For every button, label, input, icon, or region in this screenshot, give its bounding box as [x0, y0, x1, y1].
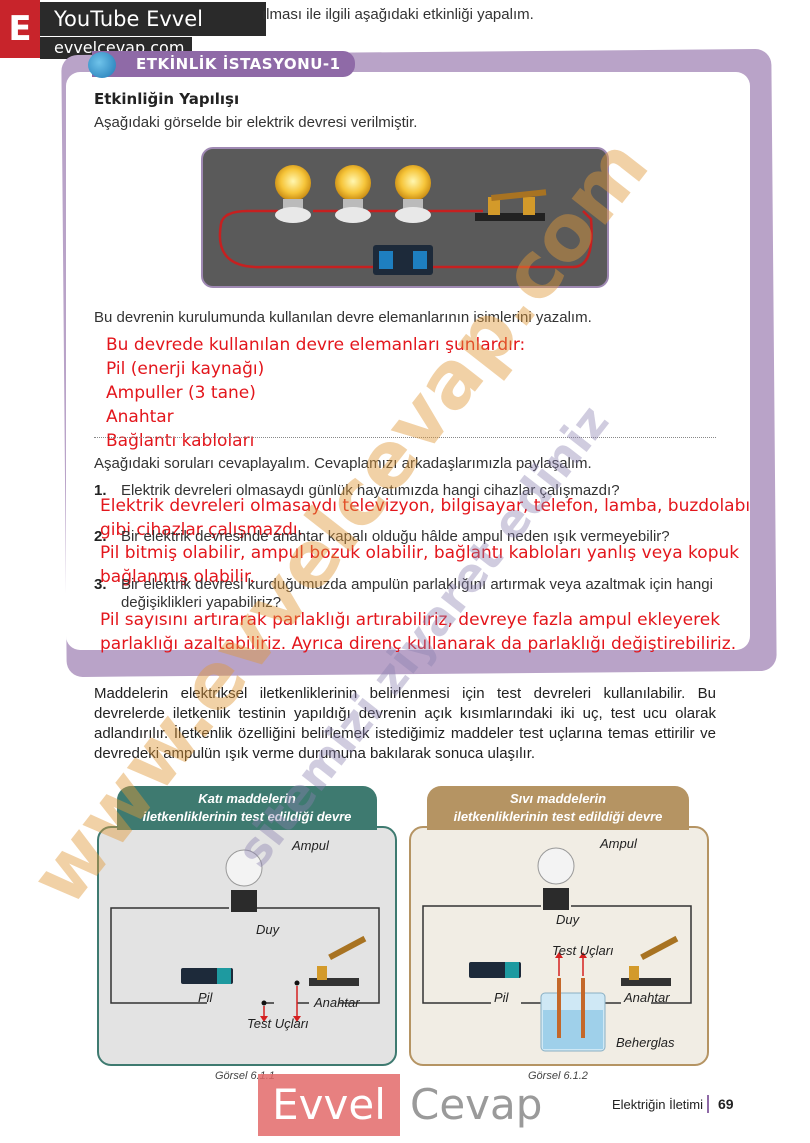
solid-diagram-header: Katı maddelerin iletkenliklerinin test e… — [117, 786, 377, 830]
question-text: Elektrik devreleri olmasaydı günlük haya… — [120, 482, 620, 499]
battery-icon — [181, 968, 233, 984]
question-text: Bir elektrik devresinde anahtar kapalı o… — [120, 528, 670, 545]
label-pil: Pil — [494, 990, 509, 1005]
bulb-icon — [225, 849, 263, 912]
footer-divider — [707, 1095, 709, 1113]
solid-circuit-illustration — [110, 849, 380, 1022]
switch-icon — [621, 935, 679, 986]
battery-icon — [469, 962, 521, 978]
battery-icon — [373, 245, 433, 275]
answer-line: Pil (enerji kaynağı) — [106, 359, 265, 379]
answer-line: Bağlantı kabloları — [106, 431, 255, 451]
question-components: Bu devrenin kurulumunda kullanılan devre… — [94, 309, 592, 326]
circuit-image — [201, 147, 609, 288]
bulb-icon — [275, 165, 311, 223]
label-test-tips: Test Uçları — [247, 1016, 309, 1031]
question-3: 3. Bir elektrik devresi kurduğumuzda amp… — [94, 576, 734, 612]
liquid-diagram-header: Sıvı maddelerin iletkenliklerinin test e… — [427, 786, 689, 830]
switch-icon — [475, 189, 547, 221]
question-number: 3. — [94, 576, 107, 593]
components-answer: Bu devrede kullanılan devre elemanları ş… — [106, 333, 525, 453]
label-test-tips: Test Uçları — [552, 943, 614, 958]
header-line: Katı maddelerin — [198, 791, 296, 806]
activity-text: Aşağıdaki görselde bir elektrik devresi … — [94, 114, 418, 131]
header-line: iletkenliklerinin test edildiği devre — [453, 809, 663, 824]
bulb-icon — [335, 165, 371, 223]
label-beaker: Beherglas — [616, 1035, 675, 1050]
activity-heading: Etkinliğin Yapılışı — [94, 90, 240, 108]
question-2: 2. Bir elektrik devresinde anahtar kapal… — [94, 528, 734, 546]
header-line: iletkenliklerinin test edildiği devre — [142, 809, 352, 824]
dotted-line — [94, 437, 716, 438]
label-anahtar: Anahtar — [624, 990, 670, 1005]
question-number: 1. — [94, 482, 107, 499]
header-line: Sıvı maddelerin — [509, 791, 607, 806]
question-text: Bir elektrik devresi kurduğumuzda ampulü… — [120, 576, 713, 611]
footer-brand-left: Evvel — [258, 1074, 400, 1136]
figure-caption: Görsel 6.1.2 — [528, 1070, 588, 1082]
label-ampul: Ampul — [600, 836, 637, 851]
section-name: Elektriğin İletimi — [612, 1097, 704, 1112]
beaker-icon — [540, 978, 606, 1052]
label-ampul: Ampul — [292, 838, 329, 853]
station-icon — [88, 52, 116, 78]
solid-test-diagram — [97, 826, 397, 1066]
question-1: 1. Elektrik devreleri olmasaydı günlük h… — [94, 482, 734, 500]
answer-line: Ampuller (3 tane) — [106, 383, 256, 403]
liquid-circuit-illustration — [422, 847, 692, 1052]
brand-badge: E — [0, 0, 40, 58]
youtube-channel-title[interactable]: YouTube Evvel Cevap — [40, 2, 266, 65]
station-badge: ETKİNLİK İSTASYONU-1 — [92, 51, 355, 77]
answer-3: Pil sayısını artırarak parlaklığı artıra… — [100, 610, 737, 654]
circuit-illustration — [218, 165, 593, 275]
label-pil: Pil — [198, 990, 213, 1005]
intro-fragment: ılması ile ilgili aşağıdaki etkinliği ya… — [262, 6, 534, 23]
answer-line: Anahtar — [106, 407, 174, 427]
bulb-icon — [395, 165, 431, 223]
label-anahtar: Anahtar — [314, 995, 360, 1010]
answer-2: Pil bitmiş olabilir, ampul bozuk olabili… — [100, 543, 740, 587]
label-duy: Duy — [556, 912, 580, 927]
switch-icon — [309, 935, 367, 986]
footer-brand-right: Cevap — [410, 1080, 543, 1129]
answer-1: Elektrik devreleri olmasaydı televizyon,… — [100, 496, 751, 540]
questions-intro: Aşağıdaki soruları cevaplayalım. Cevapla… — [94, 455, 592, 472]
label-duy: Duy — [256, 922, 280, 937]
page-number: 69 — [718, 1096, 734, 1112]
liquid-test-diagram — [409, 826, 709, 1066]
answer-line: Bu devrede kullanılan devre elemanları ş… — [106, 335, 526, 355]
question-number: 2. — [94, 528, 107, 545]
conductivity-paragraph: Maddelerin elektriksel iletkenliklerinin… — [94, 685, 716, 762]
bulb-icon — [537, 847, 575, 910]
